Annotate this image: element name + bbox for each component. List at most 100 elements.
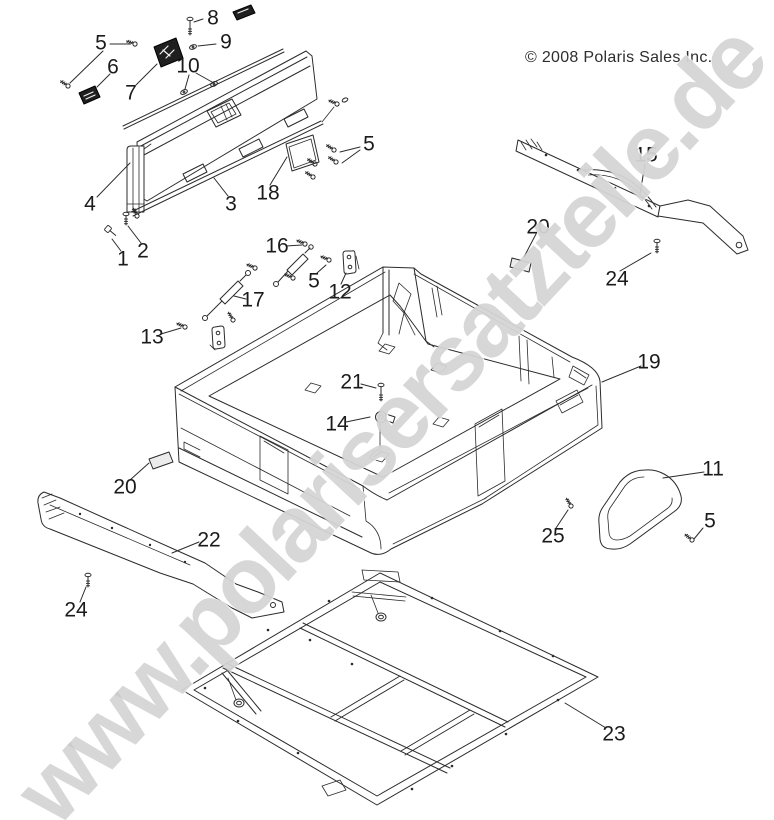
leader-line (341, 149, 361, 164)
callout-label-2: 2 (137, 240, 149, 263)
callout-label-22: 22 (197, 529, 220, 552)
callout-label-13: 13 (140, 326, 163, 349)
callout-label-23: 23 (602, 723, 625, 746)
leader-line (96, 162, 131, 198)
screw-icon (305, 171, 316, 180)
part-access-panel-18 (285, 134, 320, 172)
part-hinge-bracket-17b (209, 325, 226, 351)
leader-line (171, 541, 200, 554)
screw-icon (320, 255, 332, 263)
callout-label-15: 15 (634, 144, 657, 167)
screw-icon (176, 322, 188, 330)
leader-line (339, 146, 361, 153)
callout-label-5: 5 (704, 510, 716, 533)
leader-line (662, 471, 705, 479)
screw-icon (60, 80, 71, 89)
callout-label-24: 24 (64, 599, 88, 622)
clip-icon (189, 44, 197, 50)
leader-line (197, 43, 217, 47)
leader-line (564, 702, 607, 729)
part-lower-rod (130, 106, 335, 217)
leader-line (340, 272, 347, 285)
leader-line (601, 365, 642, 383)
part-decal-7 (153, 37, 184, 68)
leader-line (111, 238, 122, 252)
leader-line (233, 295, 247, 300)
leader-line (316, 264, 327, 274)
screw-icon (684, 533, 695, 543)
leader-line (360, 383, 377, 389)
callout-label-6: 6 (107, 56, 119, 79)
screw-icon (284, 273, 296, 281)
leader-line (555, 509, 569, 529)
part-trim-rod-10 (122, 48, 285, 130)
leader-line (160, 327, 182, 335)
screw-icon (328, 99, 340, 107)
fasteners (60, 16, 695, 588)
leader-line (269, 156, 288, 186)
hexbolt-icon (104, 225, 117, 236)
boltv-icon (84, 572, 92, 588)
part-side-rail-4 (126, 143, 152, 213)
callout-label-7: 7 (125, 82, 137, 105)
boltv-icon (653, 238, 661, 254)
screw-icon (326, 144, 337, 153)
leader-line (285, 244, 303, 247)
callout-label-8: 8 (207, 7, 219, 30)
leader-line (195, 72, 213, 83)
washer-icon (341, 97, 349, 103)
callout-label-24: 24 (605, 268, 629, 291)
leader-lines (69, 18, 705, 729)
callout-label-16: 16 (265, 235, 288, 258)
screw-icon (126, 39, 138, 47)
part-gas-strut-17 (202, 270, 251, 321)
leader-line (127, 225, 142, 244)
clip-icon (180, 89, 188, 95)
part-bed-frame-23 (181, 569, 599, 806)
screw-icon (246, 263, 258, 271)
part-tailgate-panel-3 (136, 50, 318, 202)
screw-icon (307, 158, 318, 167)
callout-label-19: 19 (637, 351, 660, 374)
part-pad-20-top (509, 257, 532, 273)
leader-line (213, 177, 229, 197)
part-decal-6 (78, 85, 101, 105)
callout-label-18: 18 (256, 182, 279, 205)
leader-line (345, 416, 371, 423)
copyright-text: © 2008 Polaris Sales Inc. (525, 49, 713, 66)
leader-line (129, 462, 150, 481)
leader-line (193, 18, 204, 23)
callout-label-14: 14 (325, 413, 349, 436)
part-side-panel-11 (598, 469, 682, 550)
screw-icon (296, 239, 308, 247)
part-support-bracket-22 (37, 491, 285, 619)
leader-line (523, 233, 537, 258)
callout-label-1: 1 (117, 248, 129, 271)
boltv-icon (122, 211, 130, 226)
leader-line (639, 163, 646, 195)
screw-icon (565, 497, 574, 509)
callout-label-5: 5 (308, 270, 320, 293)
callout-label-17: 17 (241, 289, 264, 312)
leader-line (184, 74, 190, 90)
callout-label-21: 21 (340, 371, 363, 394)
clip-icon (210, 81, 218, 87)
boltv-icon (186, 16, 194, 36)
callout-label-12: 12 (328, 281, 351, 304)
part-gas-strut-16 (273, 244, 314, 287)
callout-label-20: 20 (526, 216, 549, 239)
screw-icon (227, 311, 236, 323)
screw-icon (328, 156, 339, 165)
callout-label-11: 11 (702, 458, 724, 481)
part-latch-14 (375, 411, 396, 450)
callout-label-3: 3 (225, 193, 237, 216)
boltv-icon (377, 382, 385, 402)
leader-line (96, 73, 111, 88)
part-pad-20-bottom (148, 451, 174, 470)
part-cargo-box-19 (174, 266, 603, 555)
leader-line (79, 586, 87, 603)
part-hinge-bracket-12 (342, 250, 360, 275)
